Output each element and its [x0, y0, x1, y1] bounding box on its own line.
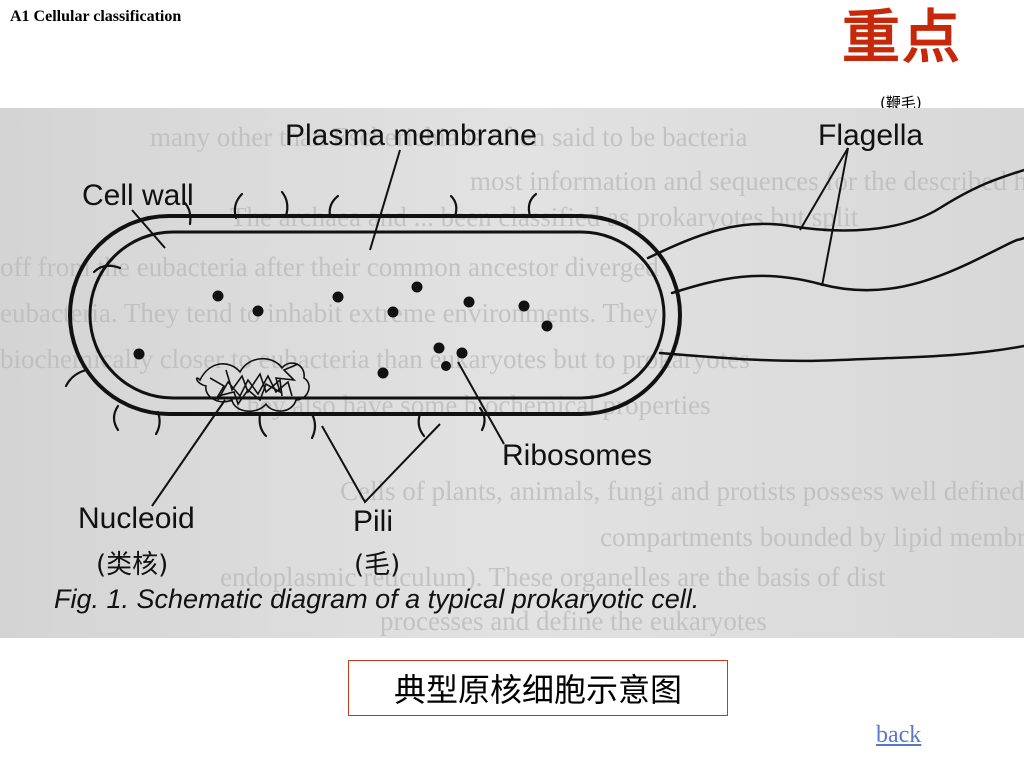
figure-labels: Plasma membrane Flagella Cell wall Ribos… [78, 119, 923, 538]
pilus [478, 406, 486, 432]
prokaryotic-cell-figure: many other than Escherichia is often sai… [0, 108, 1024, 638]
pilus [417, 412, 426, 438]
background-text-line: Cells of plants, animals, fungi and prot… [340, 476, 1024, 506]
background-text-line: processes and define the eukaryotes [380, 606, 767, 636]
ribosome [441, 361, 451, 371]
flagella-leader [799, 147, 849, 231]
pilus [449, 194, 458, 218]
plasma-membrane-leader [369, 149, 401, 251]
cell-wall-outline [68, 214, 682, 416]
back-link[interactable]: back [876, 722, 922, 748]
ribosome [252, 305, 264, 317]
pilus [233, 192, 244, 220]
background-text-line: endoplasmic reticulum). These organelles… [220, 562, 886, 592]
background-text-line: compartments bounded by lipid membranes … [600, 522, 1024, 552]
leader-lines [131, 147, 849, 507]
ribosomes-group [133, 281, 553, 379]
cell-wall-leader [131, 209, 166, 249]
label-ribosomes: Ribosomes [502, 439, 652, 472]
nucleoid-mass [195, 357, 310, 412]
figure-title: 典型原核细胞示意图 [393, 671, 682, 709]
background-text-line: biochemically closer to eubacteria than … [0, 344, 750, 374]
background-text-line: off from the eubacteria after their comm… [0, 252, 659, 282]
pilus [280, 190, 289, 218]
pilus [258, 412, 268, 438]
pili-leader [321, 423, 441, 504]
pilus [328, 194, 340, 218]
flagella-leader [821, 147, 849, 287]
flagellum [670, 236, 1024, 295]
ribosome [433, 342, 445, 354]
ribosome [456, 347, 468, 359]
label-cell-wall: Cell wall [82, 179, 194, 212]
pilus [92, 264, 122, 274]
ribosome [387, 306, 399, 318]
plasma-membrane-outline [88, 230, 666, 400]
pilus [154, 410, 161, 436]
figure-cn-labels: (类核) (毛) [96, 550, 400, 580]
label-pili: Pili [353, 505, 393, 538]
pili-group [64, 190, 538, 440]
key-point-note: (鞭毛) [880, 94, 922, 112]
figure-title-box: 典型原核细胞示意图 [348, 660, 728, 716]
key-point-title: 重点 [842, 3, 963, 71]
label-flagella: Flagella [818, 119, 923, 152]
ribosome [133, 348, 145, 360]
ribosome [411, 281, 423, 293]
nucleoid-leader [151, 399, 226, 507]
pilus [182, 200, 192, 226]
pilus [527, 192, 538, 218]
pilus [310, 412, 317, 440]
flagella-group [646, 168, 1024, 363]
flagellum [658, 344, 1024, 363]
ribosome [212, 290, 224, 302]
label-nucleoid-cn: (类核) [96, 550, 168, 580]
background-text-line: many other than Escherichia is often sai… [150, 122, 748, 152]
cell-diagram-svg: many other than Escherichia is often sai… [0, 108, 1024, 638]
photo-background [0, 108, 1024, 638]
figure-caption: Fig. 1. Schematic diagram of a typical p… [54, 584, 699, 614]
section-title: A1 Cellular classification [10, 8, 182, 25]
flagellum [646, 168, 1024, 260]
ribosome [463, 296, 475, 308]
pilus [112, 404, 120, 432]
label-nucleoid: Nucleoid [78, 502, 195, 535]
label-plasma-membrane: Plasma membrane [285, 119, 537, 152]
ribosome [332, 291, 344, 303]
ribosome [541, 320, 553, 332]
ribosomes-leader [457, 361, 505, 445]
ribosome [377, 367, 389, 379]
ribosome [518, 300, 530, 312]
background-text-line: most information and sequences for the d… [470, 166, 1024, 196]
pilus [64, 368, 88, 388]
label-pili-cn: (毛) [354, 550, 400, 580]
background-text-line: eubacteria. They tend to inhabit extreme… [0, 298, 659, 328]
